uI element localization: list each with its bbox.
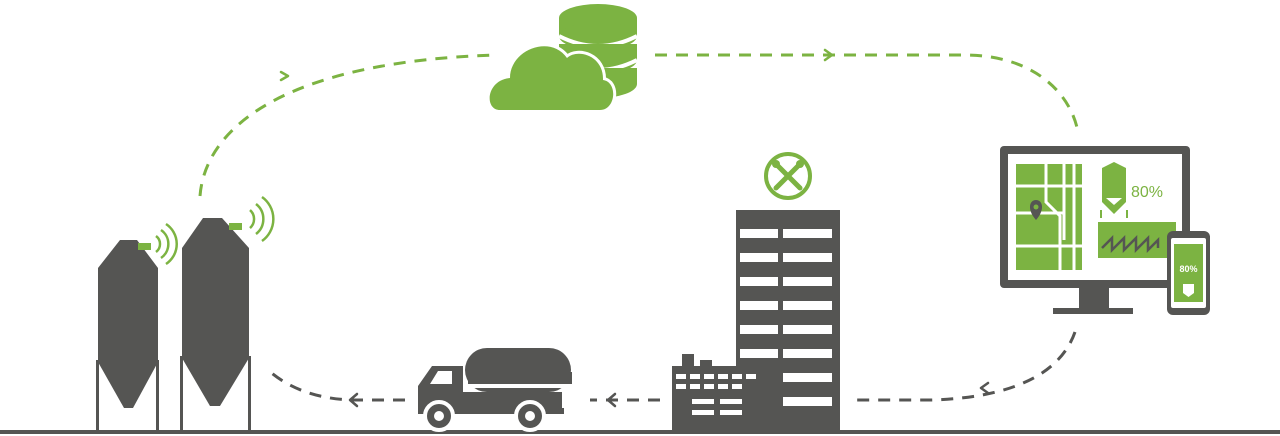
tanker-truck-icon bbox=[418, 348, 572, 432]
silo-level-panel: 80% bbox=[1100, 162, 1163, 218]
silo-icon bbox=[96, 222, 178, 430]
map-panel bbox=[1016, 164, 1082, 270]
flow-silos-to-cloud bbox=[198, 53, 496, 197]
arrow-left-icon bbox=[606, 392, 617, 408]
building-windows bbox=[740, 229, 832, 406]
cloud-database-icon bbox=[486, 4, 638, 113]
cloud-icon bbox=[486, 43, 617, 113]
office-building-icon bbox=[736, 210, 840, 432]
crossed-tools-logo-icon bbox=[764, 152, 812, 200]
arrow-right-icon bbox=[279, 70, 290, 82]
flow-cloud-to-monitor bbox=[655, 53, 1080, 133]
wireless-sensor-icon bbox=[138, 243, 151, 250]
factory-icon bbox=[672, 354, 762, 432]
trend-chart-panel bbox=[1098, 222, 1176, 258]
flow-monitor-to-building bbox=[850, 331, 1077, 402]
smartphone-icon: 80% bbox=[1167, 231, 1210, 315]
arrow-right-icon bbox=[823, 48, 834, 62]
arrow-left-icon bbox=[979, 381, 990, 395]
flow-arrows bbox=[279, 48, 990, 408]
silo-icon bbox=[180, 195, 275, 430]
flow-connectors bbox=[198, 53, 1080, 402]
map-pin-icon bbox=[1029, 200, 1043, 220]
monitor-level-text: 80% bbox=[1131, 184, 1163, 201]
arrow-left-icon bbox=[348, 392, 359, 408]
ground-line bbox=[0, 430, 1280, 434]
monitor-dashboard-icon: 80% bbox=[1000, 146, 1190, 314]
silo-group bbox=[96, 195, 275, 430]
phone-level-text: 80% bbox=[1179, 264, 1197, 274]
flow-truck-to-silos bbox=[267, 368, 405, 402]
wireless-sensor-icon bbox=[229, 223, 242, 230]
